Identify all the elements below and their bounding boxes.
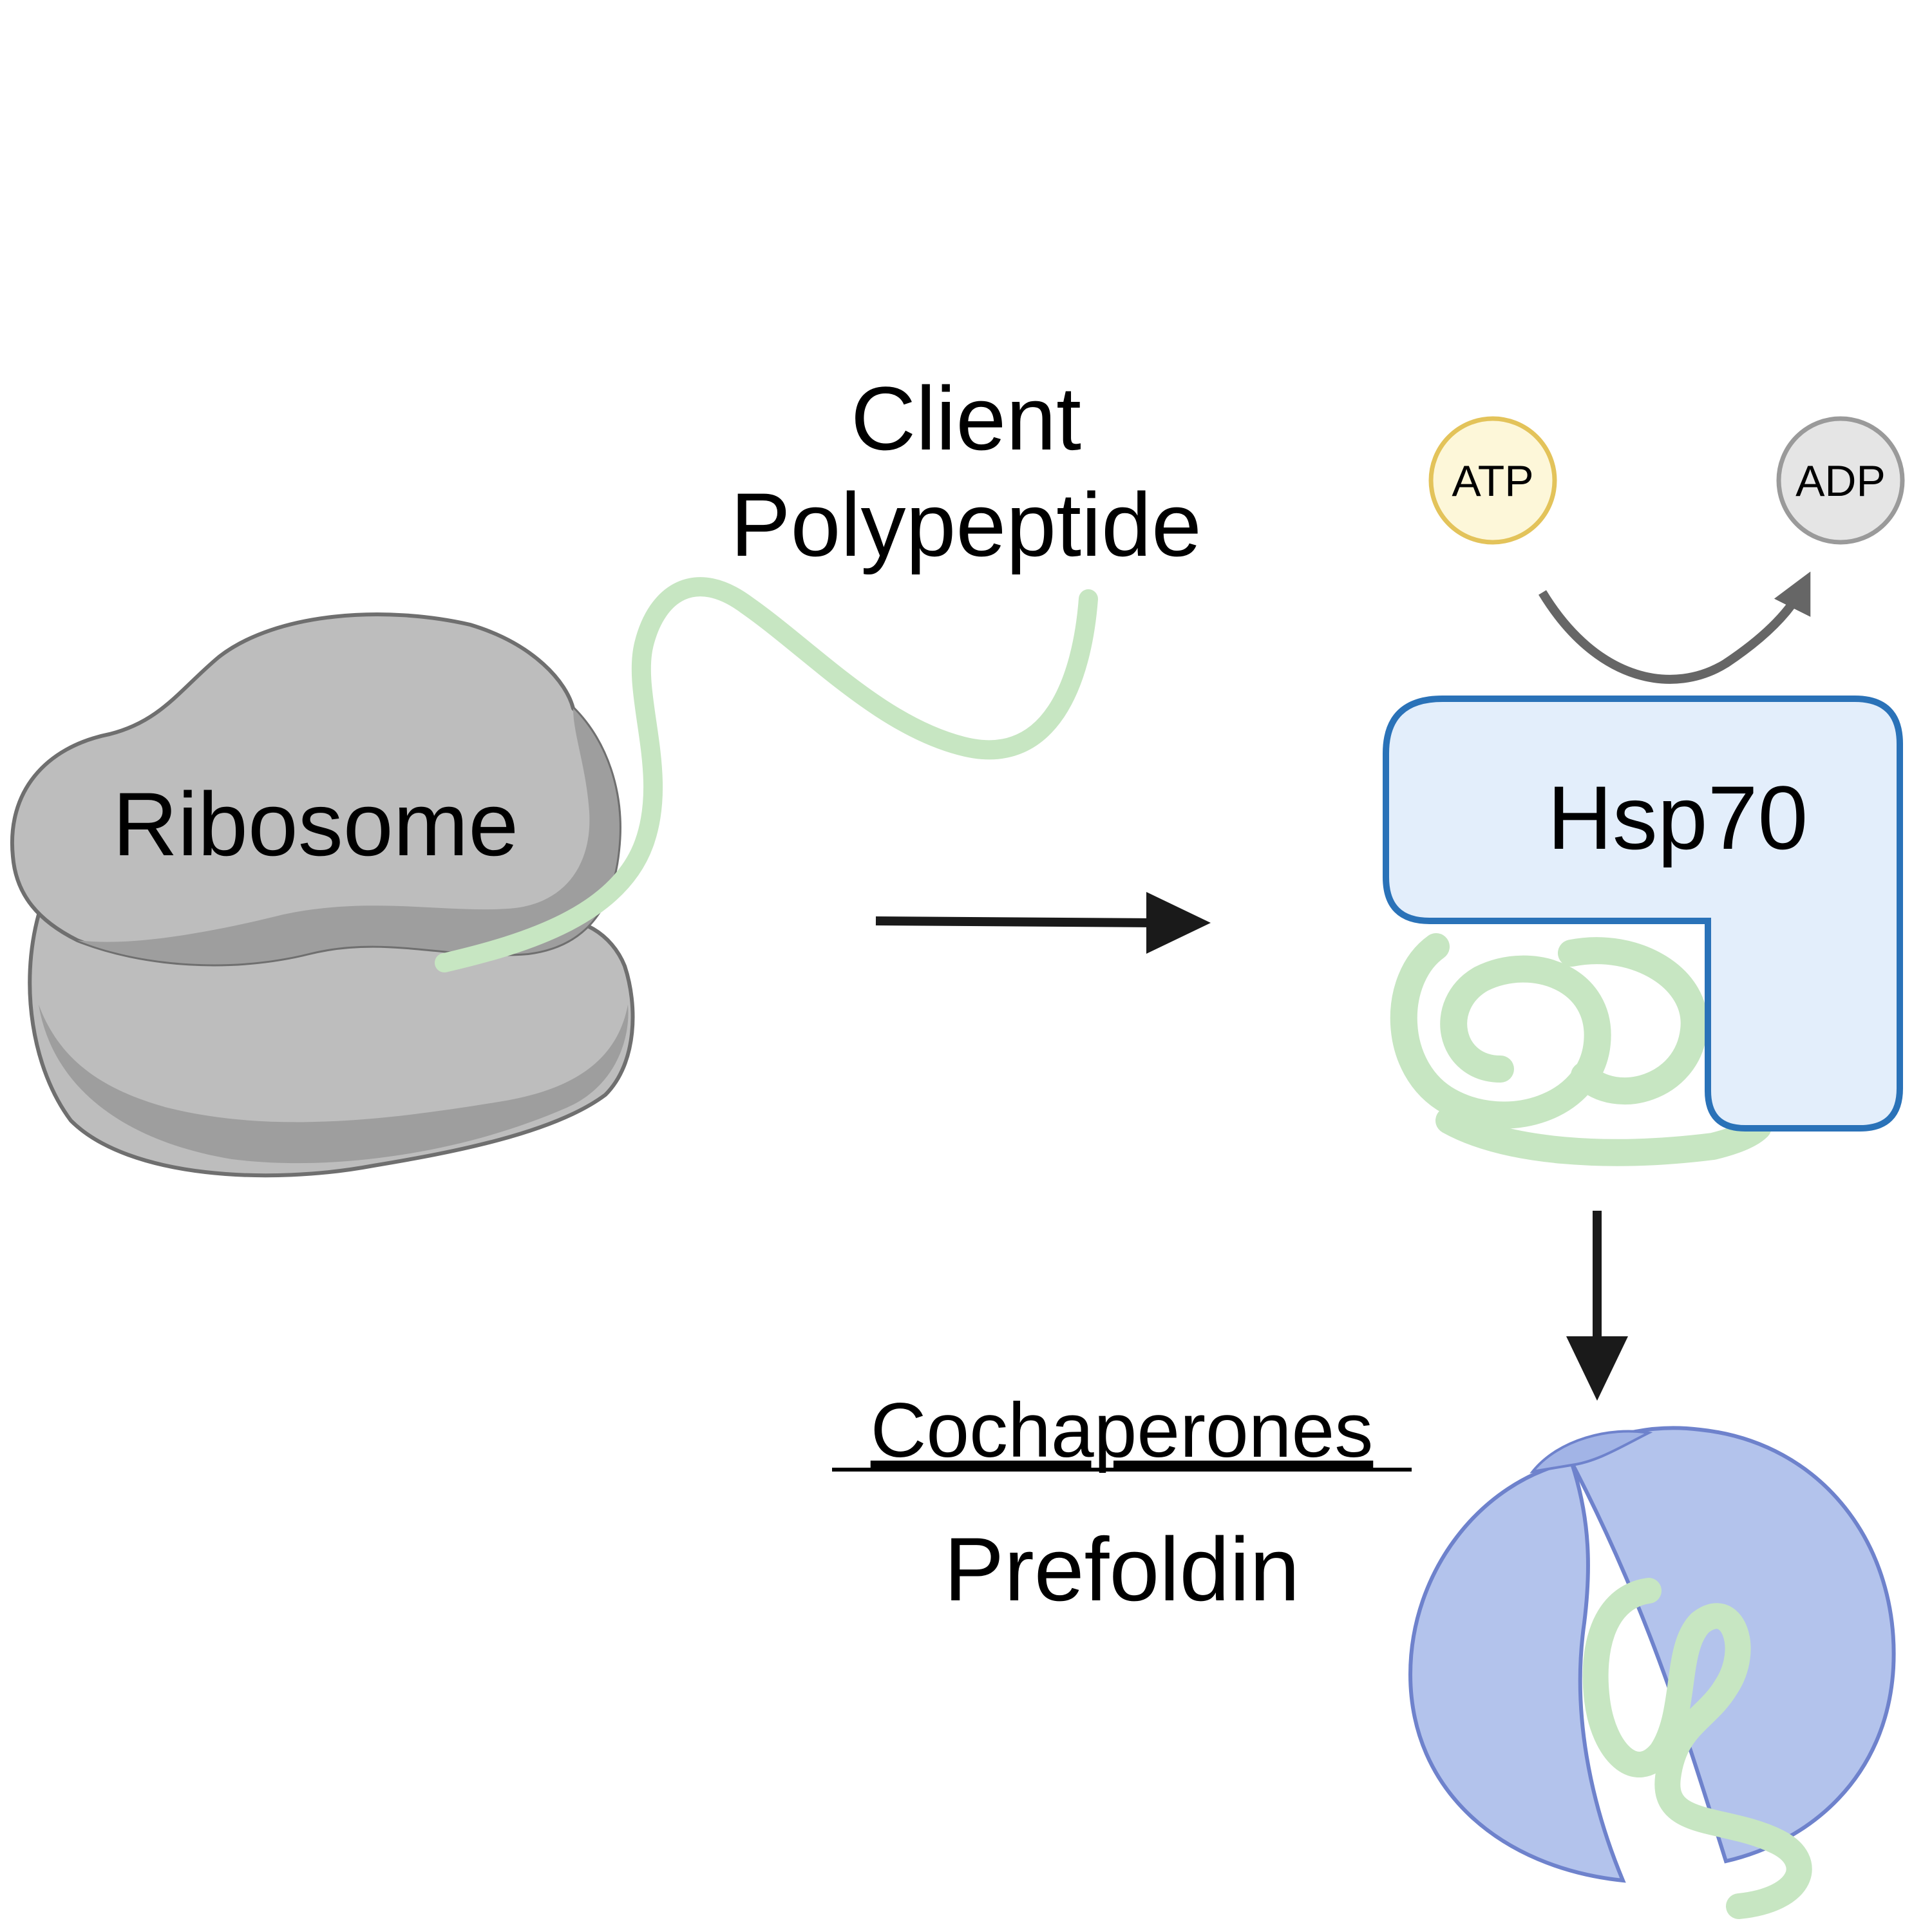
- hsp70-to-prefoldin-arrow: [1566, 1211, 1628, 1401]
- hsp70-bound-substrate: [1390, 933, 1772, 1166]
- ribosome-label: Ribosome: [113, 773, 518, 875]
- cochaperones-label: Cochaperones: [871, 1387, 1374, 1473]
- client-label-line2: Polypeptide: [730, 474, 1202, 575]
- ribosome: Ribosome: [10, 612, 635, 1178]
- adp-label: ADP: [1795, 457, 1886, 506]
- prefoldin-top-cap: [1530, 1430, 1653, 1473]
- atp-hydrolysis-arrow: [1539, 571, 1811, 684]
- prefoldin-label: Prefoldin: [944, 1519, 1300, 1620]
- atp-molecule: ATP: [1428, 416, 1557, 545]
- ribosome-small-subunit-shade: [39, 1005, 629, 1164]
- adp-molecule: ADP: [1776, 416, 1905, 545]
- ribosome-large-subunit-shade: [77, 708, 620, 965]
- prefoldin-left-lobe: [1408, 1459, 1626, 1883]
- hsp70-chaperone: [1383, 696, 1903, 1132]
- ribosome-to-hsp70-arrow: [875, 892, 1211, 954]
- client-label-line1: Client: [851, 368, 1081, 469]
- client-polypeptide-chain: [435, 577, 1098, 972]
- atp-label: ATP: [1452, 457, 1533, 506]
- prefoldin-substrate: [1582, 1578, 1812, 1919]
- hsp70-label: Hsp70: [1548, 767, 1808, 868]
- prefoldin-complex: [1408, 1426, 1896, 1919]
